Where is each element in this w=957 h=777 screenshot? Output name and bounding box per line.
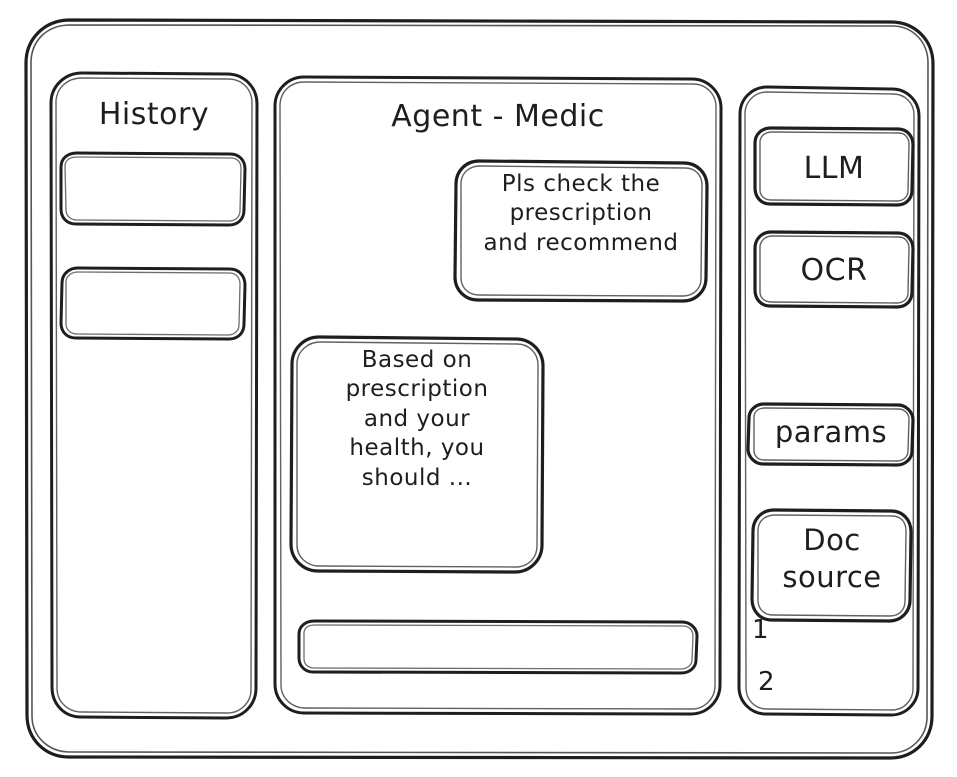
tool-button-params[interactable] — [745, 401, 917, 469]
history-panel — [48, 70, 260, 722]
tool-button-ocr[interactable] — [751, 228, 917, 312]
message-bubble-assistant — [288, 334, 546, 577]
message-bubble-user — [452, 158, 710, 306]
message-input[interactable] — [296, 618, 700, 676]
tool-button-llm[interactable] — [751, 124, 917, 210]
history-item[interactable] — [58, 150, 248, 228]
tool-button-doc-source[interactable] — [749, 505, 915, 627]
history-item[interactable] — [58, 265, 248, 343]
tools-panel — [737, 84, 922, 720]
window-frame — [22, 17, 937, 762]
agent-panel — [272, 74, 724, 718]
